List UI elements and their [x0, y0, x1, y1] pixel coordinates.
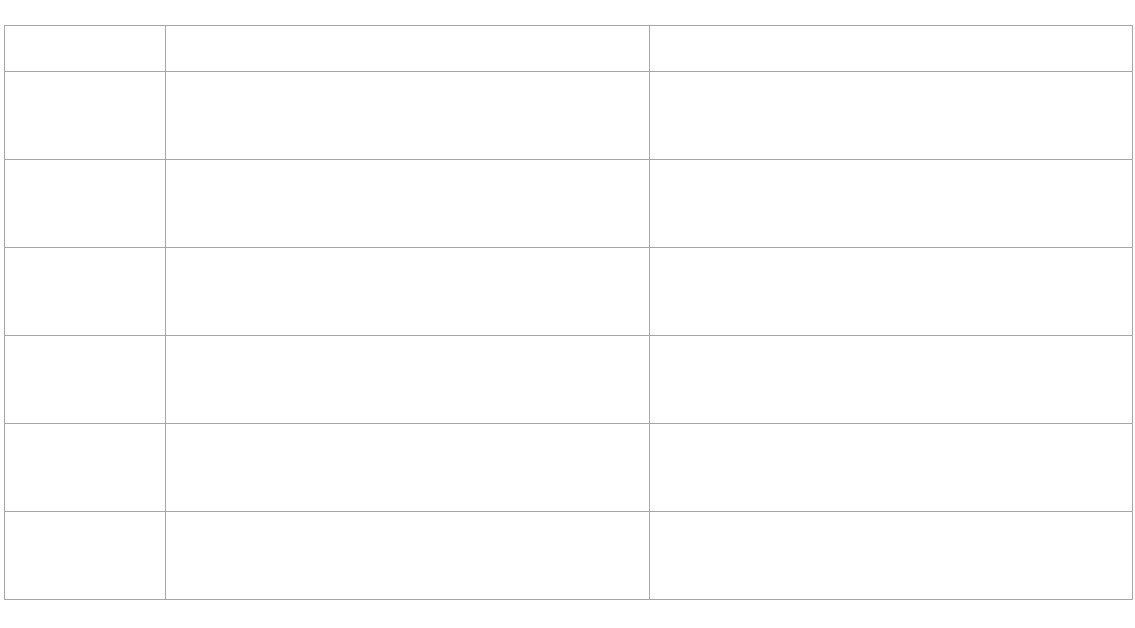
table-cell	[4, 25, 166, 72]
table-cell	[165, 71, 650, 160]
table-row	[4, 71, 1133, 160]
table-row	[4, 511, 1133, 600]
table-cell	[4, 71, 166, 160]
table-cell	[4, 247, 166, 336]
table-row	[4, 159, 1133, 248]
table-row	[4, 335, 1133, 424]
table-cell	[649, 25, 1133, 72]
table-cell	[165, 247, 650, 336]
table-cell	[165, 511, 650, 600]
empty-grid-table	[4, 25, 1133, 600]
table-header-row	[4, 25, 1133, 72]
table-cell	[649, 335, 1133, 424]
table-cell	[165, 25, 650, 72]
table-row	[4, 423, 1133, 512]
table-cell	[4, 335, 166, 424]
table-cell	[649, 247, 1133, 336]
table-cell	[165, 335, 650, 424]
table-cell	[4, 511, 166, 600]
table-cell	[4, 423, 166, 512]
table-cell	[649, 71, 1133, 160]
table-cell	[165, 423, 650, 512]
table-cell	[649, 423, 1133, 512]
table-row	[4, 247, 1133, 336]
table-cell	[649, 511, 1133, 600]
table-cell	[165, 159, 650, 248]
table-cell	[649, 159, 1133, 248]
table-cell	[4, 159, 166, 248]
